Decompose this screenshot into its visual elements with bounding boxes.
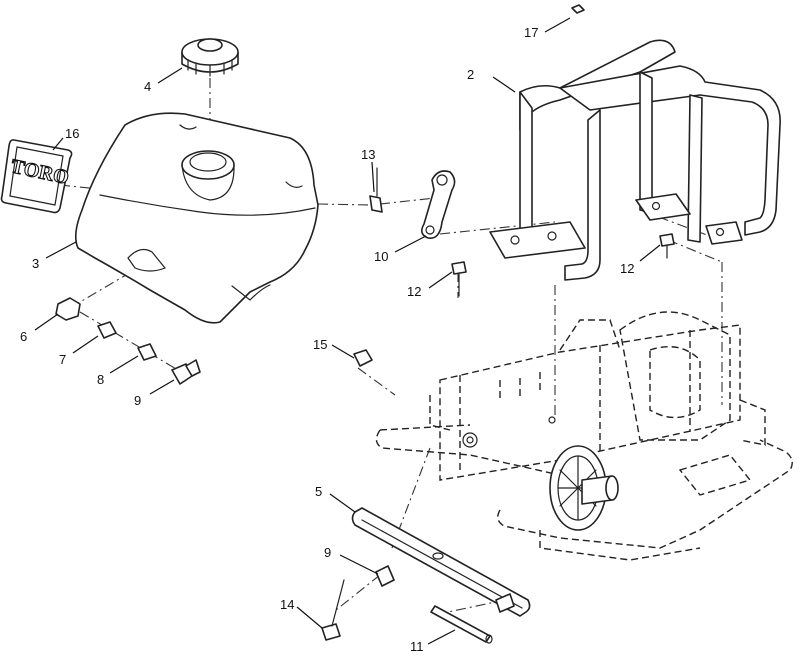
fuel-tank (74, 112, 319, 324)
toro-decal: TORO (0, 139, 73, 214)
hex-nut (353, 349, 373, 367)
callout-labels: 2 3 4 5 6 7 8 9 9 10 11 12 12 13 14 15 1… (20, 25, 634, 654)
callout-12-left: 12 (407, 284, 421, 299)
base-plate-frame (375, 311, 793, 561)
handle-label (571, 4, 585, 14)
callout-2: 2 (467, 67, 474, 82)
callout-9-upper: 9 (134, 393, 141, 408)
callout-12-right: 12 (620, 261, 634, 276)
handle-frame (489, 39, 781, 281)
fuel-hose (430, 605, 493, 644)
tank-strap (420, 170, 456, 239)
callout-16: 16 (65, 126, 79, 141)
callout-9-lower: 9 (324, 545, 331, 560)
fuel-cap (181, 38, 239, 77)
callout-6: 6 (20, 329, 27, 344)
callout-5: 5 (315, 484, 322, 499)
callout-17: 17 (524, 25, 538, 40)
long-bolt (321, 579, 345, 641)
callout-3: 3 (32, 256, 39, 271)
callout-15: 15 (313, 337, 327, 352)
callout-8: 8 (97, 372, 104, 387)
callout-7: 7 (59, 352, 66, 367)
callout-11: 11 (410, 639, 424, 654)
mounting-bracket (351, 507, 531, 617)
mounting-bolts (451, 233, 675, 297)
exciter-pulley (549, 445, 619, 531)
elbow-fitting (375, 565, 395, 587)
leader-lines (34, 17, 661, 645)
fuel-fittings (55, 297, 201, 385)
shoulder-bolt (369, 167, 383, 213)
callout-13: 13 (361, 147, 375, 162)
callout-10: 10 (374, 249, 388, 264)
callout-4: 4 (144, 79, 151, 94)
callout-14: 14 (280, 597, 294, 612)
